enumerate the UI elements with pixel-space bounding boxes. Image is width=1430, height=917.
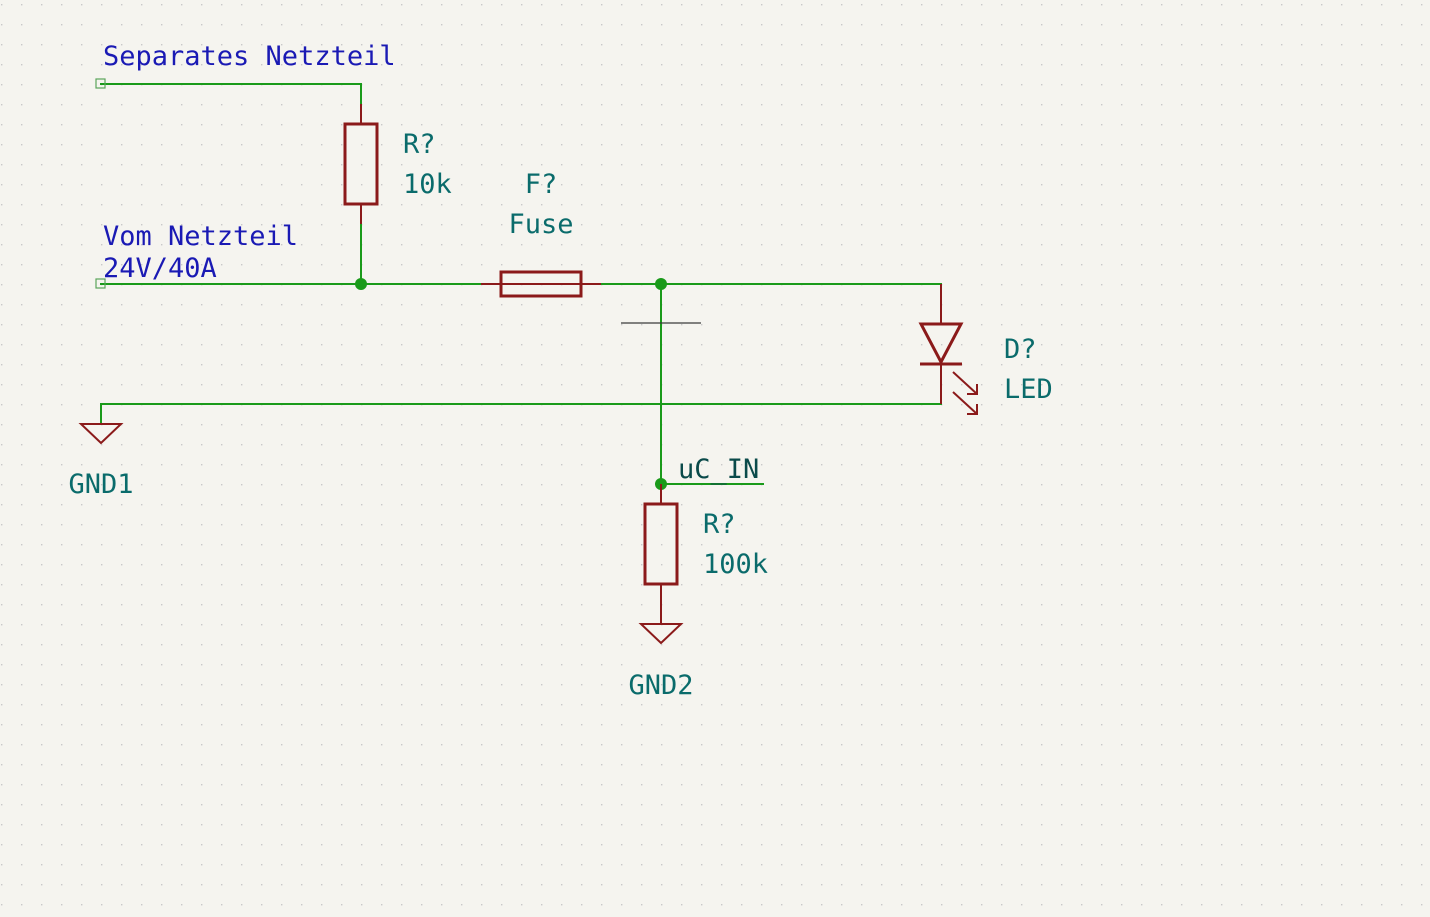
input-port-flag[interactable] [95, 78, 106, 89]
led-d[interactable] [918, 284, 978, 415]
resistor-r-bottom[interactable] [643, 484, 679, 624]
led-reference[interactable]: D? [1004, 334, 1037, 365]
r-bottom-reference[interactable]: R? [703, 509, 736, 540]
r-bottom-value[interactable]: 100k [703, 549, 768, 580]
led-value[interactable]: LED [1004, 374, 1053, 405]
label-from-psu[interactable]: Vom Netzteil [103, 221, 298, 252]
wire-separate-psu [100, 83, 362, 105]
junction-dot [655, 278, 667, 290]
resistor-r-top[interactable] [343, 104, 379, 224]
fuse-f[interactable] [481, 270, 601, 298]
label-separate-psu[interactable]: Separates Netzteil [103, 41, 396, 72]
ground-symbol-gnd2[interactable] [638, 623, 684, 645]
input-port-flag[interactable] [95, 278, 106, 289]
fuse-value[interactable]: Fuse [508, 209, 573, 240]
r-top-value[interactable]: 10k [403, 169, 452, 200]
label-from-psu-rating[interactable]: 24V/40A [103, 253, 217, 284]
r-top-reference[interactable]: R? [403, 129, 436, 160]
fuse-reference[interactable]: F? [525, 169, 558, 200]
gnd2-label[interactable]: GND2 [628, 670, 693, 701]
net-label-uc-in[interactable]: uC_IN [678, 454, 759, 485]
gnd1-label[interactable]: GND1 [68, 469, 133, 500]
junction-dot [355, 278, 367, 290]
ground-symbol-gnd1[interactable] [78, 423, 124, 445]
led-light-arrows-icon [952, 371, 978, 415]
